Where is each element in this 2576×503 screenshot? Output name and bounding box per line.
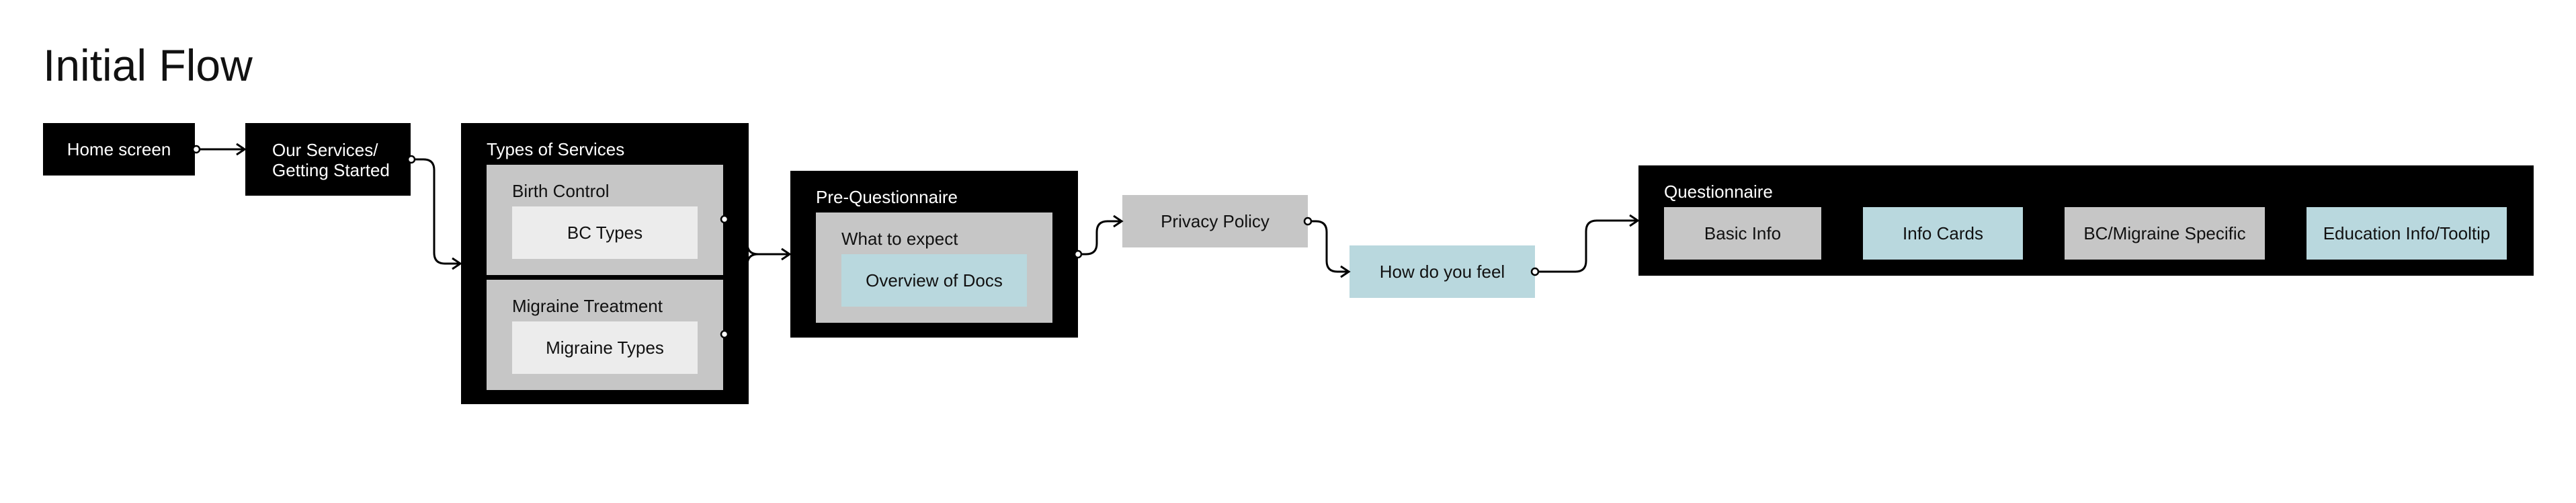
node-bc-types: BC Types [512, 206, 698, 259]
group-what-to-expect-title: What to expect [841, 229, 958, 249]
group-types-of-services: Types of Services Birth Control BC Types… [461, 123, 749, 404]
node-our-services-label-line2: Getting Started [272, 160, 390, 180]
node-home-screen-label: Home screen [67, 139, 171, 159]
connector-migraine-to-prequestionnaire [724, 253, 789, 336]
group-migraine-treatment-title: Migraine Treatment [512, 296, 663, 316]
node-info-cards: Info Cards [1863, 207, 2023, 260]
node-overview-of-docs: Overview of Docs [841, 254, 1027, 307]
group-birth-control-title: Birth Control [512, 181, 610, 201]
node-our-services-label-line1: Our Services/ [272, 140, 378, 160]
connector-dot-privacy [1303, 217, 1313, 226]
connector-dot-bc-types [720, 215, 729, 224]
connector-dot-services [407, 155, 416, 164]
connector-prequestionnaire-to-privacy [1078, 220, 1121, 256]
node-privacy-policy: Privacy Policy [1122, 195, 1308, 247]
node-bc-migraine-specific: BC/Migraine Specific [2065, 207, 2265, 260]
group-questionnaire: Questionnaire Basic Info Info Cards BC/M… [1638, 165, 2534, 276]
arrowhead-into-privacy [1113, 215, 1124, 228]
node-how-do-you-feel: How do you feel [1349, 245, 1535, 298]
node-education-info-tooltip: Education Info/Tooltip [2307, 207, 2507, 260]
connector-dot-home [192, 145, 201, 154]
connector-dot-feel [1530, 267, 1540, 276]
node-our-services: Our Services/ Getting Started [245, 123, 411, 196]
group-types-of-services-title: Types of Services [487, 139, 625, 159]
connector-bc-to-prequestionnaire [724, 218, 789, 256]
group-birth-control: Birth Control BC Types [487, 165, 723, 275]
diagram-title: Initial Flow [43, 40, 253, 90]
connector-dot-prequestionnaire [1073, 249, 1083, 259]
group-pre-questionnaire: Pre-Questionnaire What to expect Overvie… [790, 171, 1078, 338]
group-questionnaire-title: Questionnaire [1664, 182, 1773, 202]
node-basic-info: Basic Info [1664, 207, 1821, 260]
connector-dot-migraine-types [720, 330, 729, 339]
arrowhead-services-to-types [452, 257, 462, 270]
connector-services-to-types [411, 158, 460, 265]
group-migraine-treatment: Migraine Treatment Migraine Types [487, 280, 723, 390]
arrowhead-into-feel [1340, 265, 1351, 278]
connector-privacy-to-feel [1308, 220, 1348, 273]
node-home-screen: Home screen [43, 123, 195, 176]
group-pre-questionnaire-title: Pre-Questionnaire [816, 187, 958, 207]
arrowhead-into-prequestionnaire [781, 247, 792, 261]
group-what-to-expect: What to expect Overview of Docs [816, 212, 1052, 323]
connector-feel-to-questionnaire [1535, 219, 1637, 273]
arrowhead-into-questionnaire [1629, 214, 1640, 227]
arrowhead-home-to-services [236, 143, 247, 156]
node-migraine-types: Migraine Types [512, 321, 698, 374]
